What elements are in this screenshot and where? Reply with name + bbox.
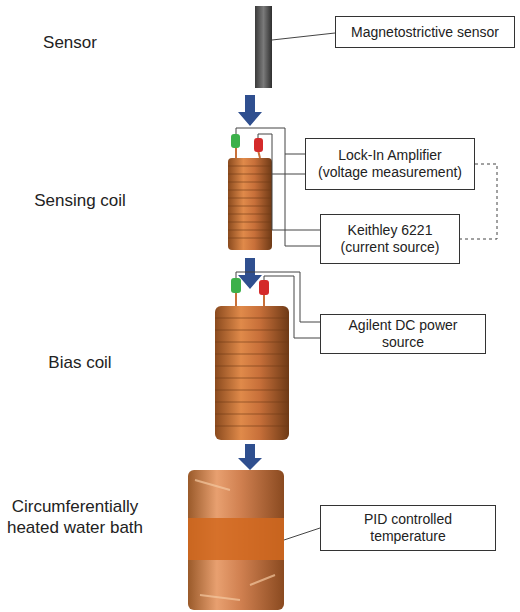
text-box: PID controlled temperature <box>320 505 496 551</box>
down-arrow <box>238 95 262 126</box>
wire <box>236 272 320 322</box>
leader-line <box>284 528 320 540</box>
sensor-rod <box>255 6 272 88</box>
wires <box>236 33 335 540</box>
text-box: Keithley 6221 (current source) <box>320 214 460 264</box>
box-label: Agilent DC power source <box>327 317 479 351</box>
box-content: Lock-In Amplifier (voltage measurement) <box>312 147 468 181</box>
text-box: Agilent DC power source <box>320 314 486 354</box>
stage-label: Sensor <box>10 32 130 53</box>
wire <box>272 174 305 175</box>
text-box: Magnetostrictive sensor <box>335 16 515 48</box>
wire <box>285 154 305 155</box>
bias-coil <box>215 278 289 440</box>
wire <box>264 276 320 338</box>
down-arrow <box>238 444 262 470</box>
text-box: Lock-In Amplifier (voltage measurement) <box>305 138 475 190</box>
box-label: PID controlled temperature <box>327 511 489 545</box>
leader-line <box>272 33 335 40</box>
sensing-coil <box>228 134 272 250</box>
box-content: PID controlled temperature <box>327 511 489 545</box>
stage-label: Sensing coil <box>10 190 150 211</box>
box-content: Magnetostrictive sensor <box>351 24 499 41</box>
stage-label: Bias coil <box>10 352 150 373</box>
box-label: Magnetostrictive sensor <box>351 24 499 41</box>
box-label: Lock-In Amplifier (voltage measurement) <box>312 147 468 181</box>
stage-label: Circumferentially heated water bath <box>0 496 150 538</box>
down-arrow <box>238 258 262 289</box>
box-label: Keithley 6221 (current source) <box>327 222 453 256</box>
water-bath <box>188 470 284 610</box>
box-content: Keithley 6221 (current source) <box>327 222 453 256</box>
box-content: Agilent DC power source <box>327 317 479 351</box>
